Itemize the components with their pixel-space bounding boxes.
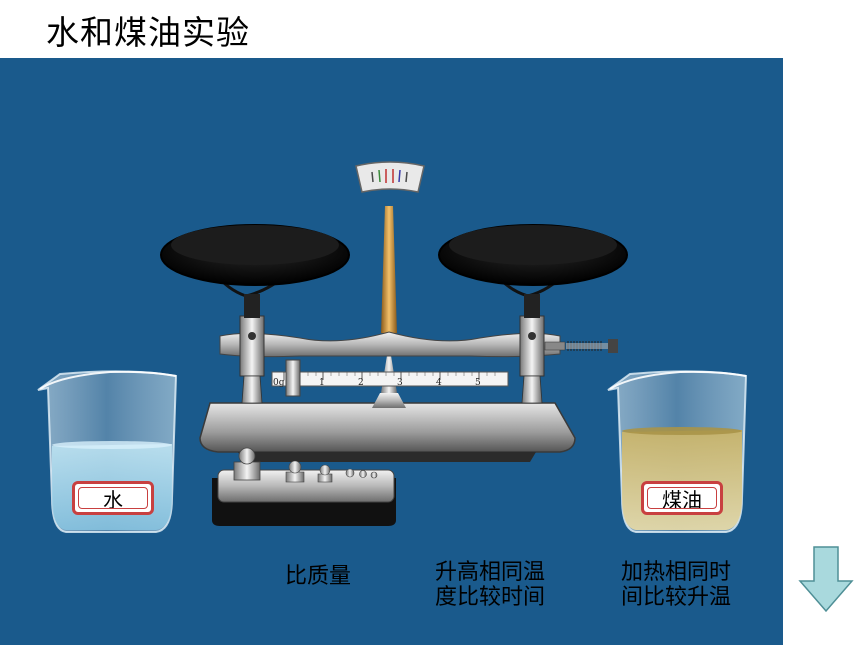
kerosene-label: 煤油 — [641, 481, 723, 515]
down-arrow-icon[interactable] — [798, 545, 854, 613]
ruler-tick-0: 0g — [273, 378, 285, 388]
caption-temp-line2: 间比较升温 — [620, 585, 731, 610]
ruler-tick-2: 2 — [358, 378, 364, 388]
experiment-illustration: 0g 1 2 3 4 5 — [37, 161, 748, 533]
caption-compare-temperature[interactable]: 加热相同时 间比较升温 — [596, 560, 756, 610]
caption-compare-time[interactable]: 升高相同温 度比较时间 — [410, 560, 570, 610]
caption-time-line2: 度比较时间 — [434, 585, 545, 610]
experiment-stage: 0g 1 2 3 4 5 — [0, 58, 783, 645]
weights-icon — [212, 447, 396, 526]
caption-time-line1: 升高相同温 — [434, 560, 545, 585]
balance-icon: 0g 1 2 3 4 5 — [160, 161, 628, 462]
ruler-tick-3: 3 — [397, 378, 403, 388]
water-label: 水 — [72, 481, 154, 515]
caption-compare-mass[interactable]: 比质量 — [284, 564, 351, 589]
slide-title: 水和煤油实验 — [46, 13, 250, 52]
ruler-tick-1: 1 — [319, 378, 325, 388]
caption-temp-line1: 加热相同时 — [620, 560, 731, 585]
ruler-tick-4: 4 — [436, 378, 442, 388]
ruler-tick-5: 5 — [475, 378, 481, 388]
